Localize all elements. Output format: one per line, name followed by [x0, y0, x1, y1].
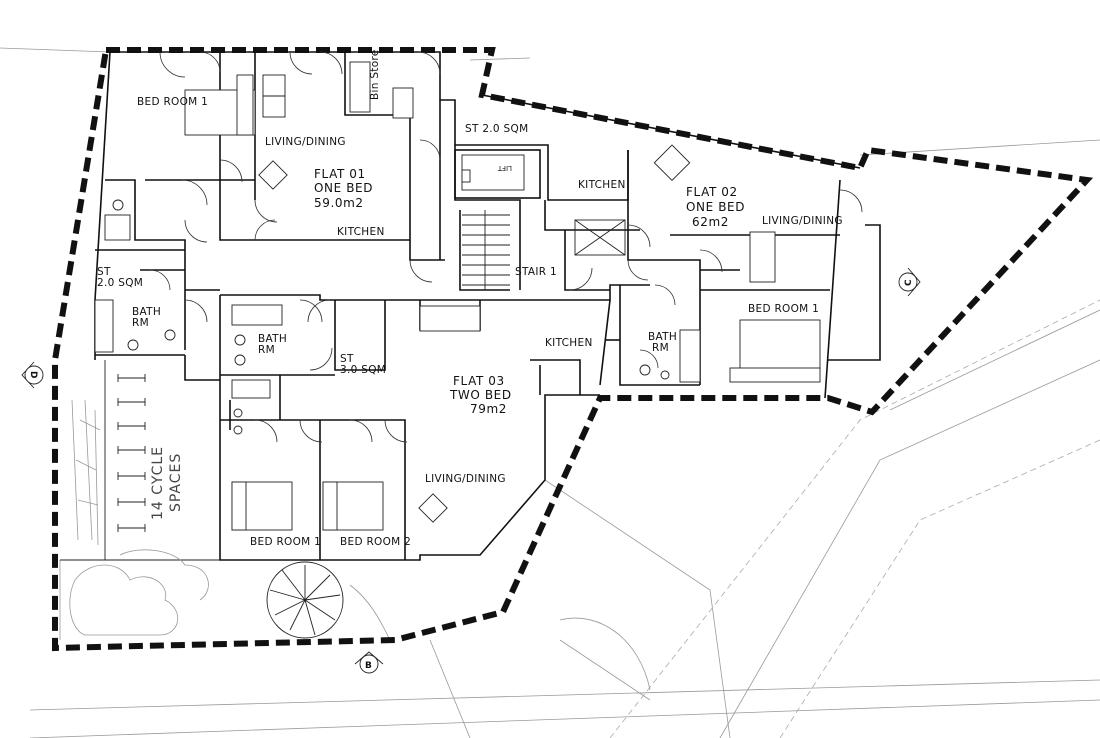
- stair-label: STAIR 1: [515, 266, 557, 278]
- flat03-area: 79m2: [470, 402, 507, 416]
- room-labels: BED ROOM 1 LIVING/DINING FLAT 01 ONE BED…: [97, 49, 843, 548]
- site-context-lines: [0, 47, 1100, 738]
- flat02-bath-label-2: RM: [652, 342, 669, 354]
- section-marker-b-label: B: [365, 661, 372, 671]
- flat03-bed2-label: BED ROOM 2: [340, 536, 411, 548]
- flat01-bedroom-label: BED ROOM 1: [137, 96, 208, 108]
- lift-label: LIFT: [497, 164, 512, 172]
- stair-treads: [462, 210, 510, 290]
- section-marker-d: D: [21, 361, 44, 389]
- flat02-bedroom-label: BED ROOM 1: [748, 303, 819, 315]
- section-marker-c: C: [898, 267, 921, 297]
- flat03-living-label: LIVING/DINING: [425, 473, 506, 485]
- flat03-kitchen-label: KITCHEN: [545, 337, 593, 349]
- bath-left-label-2: RM: [132, 317, 149, 329]
- store-top-label: ST 2.0 SQM: [465, 123, 528, 135]
- building-walls: [60, 51, 881, 561]
- section-marker-b: B: [354, 651, 384, 674]
- section-marker-d-label: D: [28, 371, 38, 378]
- flat03-store-area: 3.0 SQM: [340, 364, 386, 376]
- flat02-kitchen-label: KITCHEN: [578, 179, 626, 191]
- flat02-type: ONE BED: [686, 200, 745, 214]
- flat01-name: FLAT 01: [314, 167, 366, 181]
- flat03-type: TWO BED: [449, 388, 512, 402]
- fixtures: [71, 61, 821, 546]
- flat02-living-label: LIVING/DINING: [762, 215, 843, 227]
- flat01-kitchen-label: KITCHEN: [337, 226, 385, 238]
- shrub-icon: [69, 549, 209, 636]
- flat02-area: 62m2: [692, 215, 729, 229]
- store-left-label: ST: [97, 266, 111, 278]
- section-marker-c-label: C: [904, 279, 914, 286]
- flat02-bath-label: BATH: [648, 331, 677, 343]
- tree-icon: [266, 561, 344, 639]
- cycle-racks: [117, 374, 146, 532]
- store-left-area: 2.0 SQM: [97, 277, 143, 289]
- flat03-bath-label-2: RM: [258, 344, 275, 356]
- flat02-name: FLAT 02: [686, 185, 738, 199]
- site-boundary: [52, 47, 1094, 652]
- flat01-area: 59.0m2: [314, 196, 364, 210]
- flat03-bed1-label: BED ROOM 1: [250, 536, 321, 548]
- door-swings: [149, 51, 863, 443]
- cycle-spaces-label-2: SPACES: [168, 453, 184, 512]
- bath-left-label: BATH: [132, 306, 161, 318]
- flat03-bath-label: BATH: [258, 333, 287, 345]
- flat01-living-label: LIVING/DINING: [265, 136, 346, 148]
- cycle-spaces-label-1: 14 CYCLE: [150, 446, 166, 520]
- flat03-name: FLAT 03: [453, 374, 505, 388]
- flat03-store-label: ST: [340, 353, 354, 365]
- flat01-type: ONE BED: [314, 181, 373, 195]
- bin-store-label: Bin Store: [369, 49, 381, 100]
